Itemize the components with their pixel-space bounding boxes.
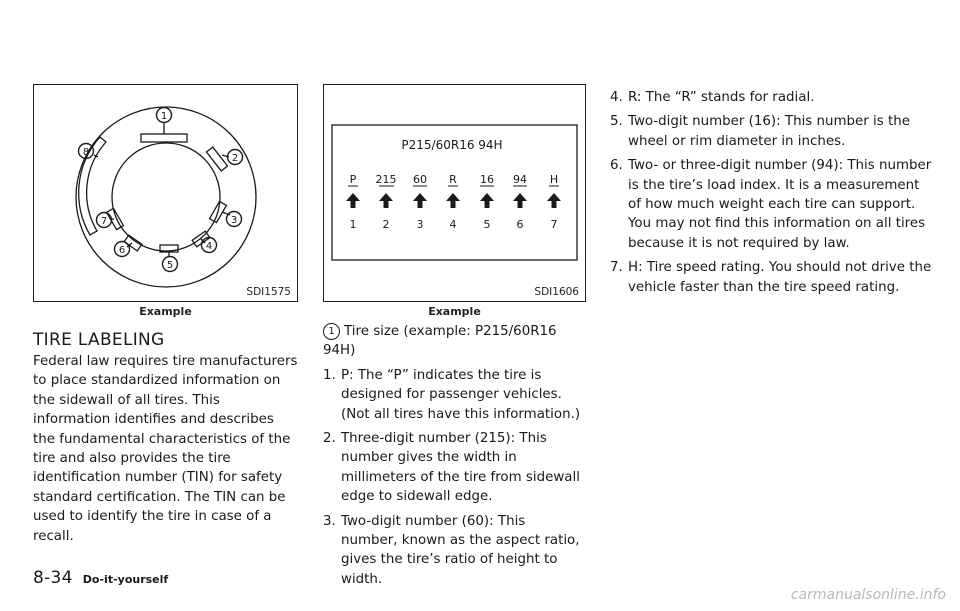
footer-section: Do-it-yourself <box>82 573 169 586</box>
code-number-7: 7 <box>551 218 558 231</box>
callout-8: 8 <box>83 147 89 158</box>
page-footer: 8-34 Do-it-yourself <box>33 568 168 588</box>
list-number: 4. <box>610 90 623 105</box>
code-number-2: 2 <box>383 218 390 231</box>
code-part-aspect: 60 <box>413 173 427 186</box>
code-part-load: 94 <box>513 173 527 186</box>
list-item: 6. Two- or three-digit number (94): This… <box>610 156 932 253</box>
figure-caption: Example <box>139 305 192 318</box>
tire-sidewall-figure: 1 2 3 4 5 6 7 8 SDI1575 <box>33 84 298 302</box>
code-part-rim: 16 <box>480 173 494 186</box>
list-number: 6. <box>610 158 623 174</box>
arrow-up-icon <box>513 193 527 208</box>
list-text: H: Tire speed rating. You should not dri… <box>628 260 932 295</box>
code-number-1: 1 <box>350 218 357 231</box>
list-number: 2. <box>323 431 336 447</box>
list-number: 3. <box>323 513 336 529</box>
intro-text: Federal law requires tire manufacturers … <box>33 354 298 544</box>
arrow-up-icon <box>480 193 494 208</box>
list-item: 3. Two-digit number (60): This number, k… <box>323 512 586 590</box>
list-continued: 4. R: The “R” stands for radial. 5. Two-… <box>610 88 932 302</box>
tire-code-diagram: P215/60R16 94H P 215 60 R 16 94 H 1 <box>331 124 578 261</box>
list-text: R: The “R” stands for radial. <box>628 90 815 105</box>
arrow-up-icon <box>346 193 360 208</box>
list-text: Three-digit number (215): This number gi… <box>341 431 580 505</box>
callout-5: 5 <box>167 260 173 271</box>
arrow-up-icon <box>547 193 561 208</box>
arrow-up-icon <box>379 193 393 208</box>
list-item: 4. R: The “R” stands for radial. <box>610 88 932 107</box>
figure-caption: Example <box>428 305 481 318</box>
code-part-radial: R <box>449 173 457 186</box>
list-text: Two-digit number (16): This number is th… <box>628 114 910 149</box>
list-text: Two- or three-digit number (94): This nu… <box>628 158 932 251</box>
list-text: P: The “P” indicates the tire is designe… <box>341 367 581 422</box>
tire-sidewall-diagram: 1 2 3 4 5 6 7 8 <box>75 106 257 288</box>
list-item: 7. H: Tire speed rating. You should not … <box>610 258 932 297</box>
code-number-5: 5 <box>484 218 491 231</box>
code-number-6: 6 <box>517 218 524 231</box>
list-number: 5. <box>610 114 623 130</box>
list-item: 1. P: The “P” indicates the tire is desi… <box>323 366 586 424</box>
list-number: 1. <box>323 367 336 383</box>
code-part-width: 215 <box>376 173 397 186</box>
callout-7: 7 <box>101 216 107 227</box>
arrow-up-icon <box>446 193 460 208</box>
list-item: 2. Three-digit number (215): This number… <box>323 429 586 507</box>
watermark: carmanualsonline.info <box>790 587 946 603</box>
list-text: Two-digit number (60): This number, know… <box>341 513 580 587</box>
code-number-3: 3 <box>417 218 424 231</box>
list-number: 7. <box>610 260 623 276</box>
callout-6: 6 <box>119 245 125 256</box>
tire-size-label: Tire size (example: P215/60R16 94H) <box>323 324 557 359</box>
tire-code-figure: P215/60R16 94H P 215 60 R 16 94 H 1 <box>323 84 586 302</box>
figure-id: SDI1575 <box>246 286 291 298</box>
list-item: 5. Two-digit number (16): This number is… <box>610 112 932 151</box>
tire-code-label: P215/60R16 94H <box>401 138 502 152</box>
callout-4: 4 <box>206 241 212 252</box>
code-part-p: P <box>350 173 357 186</box>
callout-3: 3 <box>231 215 237 226</box>
figure-id: SDI1606 <box>534 286 579 298</box>
arrow-icons <box>346 193 561 208</box>
callout-marker: 1 <box>323 323 340 340</box>
arrow-up-icon <box>413 193 427 208</box>
code-number-4: 4 <box>450 218 457 231</box>
section-heading: TIRE LABELING <box>33 330 165 350</box>
code-part-speed: H <box>550 173 558 186</box>
page-number: 8-34 <box>33 568 73 588</box>
callout-2: 2 <box>232 153 238 164</box>
intro-paragraph: Federal law requires tire manufacturers … <box>33 352 298 546</box>
callout-1: 1 <box>161 111 167 122</box>
